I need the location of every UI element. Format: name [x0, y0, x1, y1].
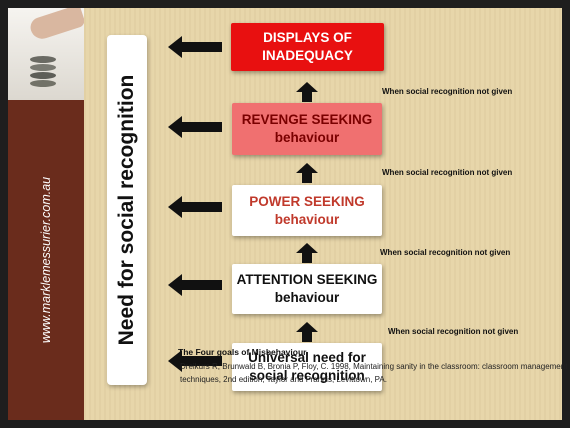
box-inadequacy: DISPLAYS OF INADEQUACY [231, 23, 384, 71]
stone-icon [30, 64, 56, 71]
need-for-recognition-bar: Need for social recognition [107, 35, 147, 385]
left-arrow-icon [168, 36, 222, 58]
stone-icon [30, 56, 56, 63]
box-revenge-seeking: REVENGE SEEKING behaviour [232, 103, 382, 155]
up-arrow-icon [296, 322, 318, 342]
main-panel [84, 8, 562, 420]
vertical-label: Need for social recognition [115, 74, 138, 346]
stacked-stones-photo [8, 8, 84, 100]
left-arrow-icon [168, 350, 222, 372]
website-url: www.marklemessurier.com.au [39, 176, 53, 344]
up-arrow-icon [296, 163, 318, 183]
left-arrow-icon [168, 274, 222, 296]
note-label: When social recognition not given [380, 248, 511, 257]
box-attention-seeking: ATTENTION SEEKING behaviour [232, 264, 382, 314]
citation-title: The Four goals of Misbehaviour [178, 347, 307, 357]
up-arrow-icon [296, 82, 318, 102]
up-arrow-icon [296, 243, 318, 263]
stone-icon [30, 80, 56, 87]
box-universal-need: Universal need for social recognition [232, 343, 382, 391]
citation-body: Dreikurs R, Brunwald B, Bronia P, Floy, … [180, 362, 568, 384]
left-arrow-icon [168, 116, 222, 138]
box-power-seeking: POWER SEEKING behaviour [232, 185, 382, 236]
left-arrow-icon [168, 196, 222, 218]
note-label: When social recognition not given [382, 168, 513, 177]
note-label: When social recognition not given [382, 87, 513, 96]
stone-icon [30, 72, 56, 79]
hand-illustration [27, 8, 84, 42]
note-label: When social recognition not given [388, 327, 519, 336]
